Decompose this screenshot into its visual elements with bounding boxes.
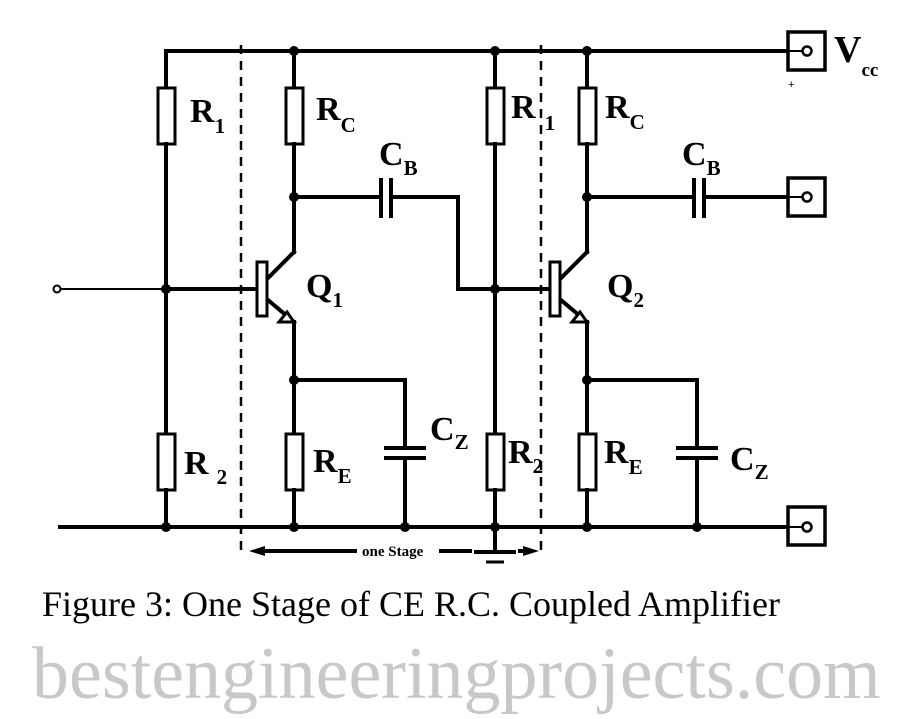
label-re: RE [313, 443, 352, 488]
resistor-r1-stage1 [156, 86, 177, 146]
label-cb: CB [379, 136, 418, 180]
label-rc: RC [316, 91, 356, 137]
label-cz: CZ [430, 411, 469, 454]
terminal-icon[interactable] [786, 30, 827, 72]
stage-label: one Stage [362, 544, 424, 560]
resistor-rc-stage1 [284, 86, 305, 146]
label-q1: Q1 [306, 268, 343, 312]
ground-icon [474, 550, 516, 564]
vcc-rail [164, 49, 812, 90]
resistor-r1-stage2 [485, 86, 506, 146]
resistor-rc-stage2 [577, 86, 598, 146]
terminal-icon[interactable] [786, 505, 827, 547]
resistor-r2-stage1 [156, 432, 177, 492]
label-cb-2: CB [682, 136, 721, 180]
label-vcc: Vcc [834, 29, 878, 81]
resistor-re-stage1 [284, 432, 305, 492]
label-rc-2: RC [605, 89, 645, 134]
figure-caption: Figure 3: One Stage of CE R.C. Coupled A… [42, 584, 780, 624]
npn-transistor-icon [548, 249, 590, 382]
resistor-re-stage2 [577, 432, 598, 492]
label-r2-2: R2 [508, 434, 543, 478]
label-re-2: RE [604, 434, 643, 479]
label-r1: R1 [190, 93, 225, 138]
watermark: bestengineeringprojects.com [32, 633, 881, 715]
resistor-r2-stage2 [485, 432, 506, 492]
stage-dimension-arrow [249, 546, 539, 556]
label-q2: Q2 [607, 268, 644, 312]
label-cz-2: CZ [730, 441, 769, 484]
input-terminal[interactable] [52, 284, 62, 294]
polarity-plus: + [788, 79, 794, 91]
terminal-icon[interactable] [786, 176, 827, 218]
npn-transistor-icon [255, 249, 297, 382]
